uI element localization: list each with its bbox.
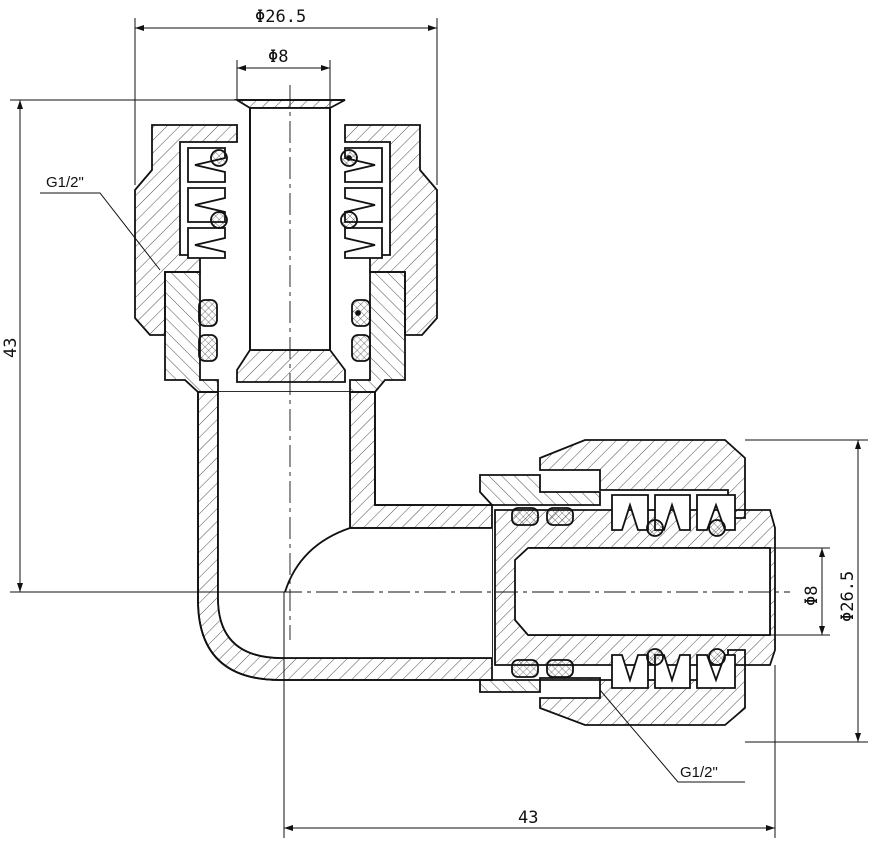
right-o-rings xyxy=(511,507,726,678)
elbow-bore xyxy=(218,392,492,658)
right-body-top xyxy=(479,474,601,506)
bottom-width-label: 43 xyxy=(518,808,538,828)
right-clip-ring-top xyxy=(611,494,736,531)
upper-thread-label: G1/2" xyxy=(46,174,84,191)
dimension-lines xyxy=(10,18,868,838)
lower-thread-label: G1/2" xyxy=(680,764,718,781)
top-outer-diameter-label: Φ26.5 xyxy=(255,7,306,27)
right-outer-diameter-label: Φ26.5 xyxy=(838,571,858,622)
top-body-right xyxy=(349,271,406,393)
top-coupling xyxy=(134,99,438,393)
top-body-left xyxy=(164,271,219,393)
top-o-rings xyxy=(198,149,371,362)
right-inner-diameter-label: Φ8 xyxy=(802,586,822,606)
elbow-body xyxy=(197,391,493,681)
top-inner-diameter-label: Φ8 xyxy=(268,47,288,67)
center-lines xyxy=(280,85,790,640)
left-height-label: 43 xyxy=(1,338,21,358)
dimension-labels: Φ26.5 Φ8 43 43 Φ8 Φ26.5 G1/2" G1/2" xyxy=(1,7,858,828)
right-body-bottom xyxy=(479,677,601,693)
right-coupling xyxy=(479,439,776,726)
